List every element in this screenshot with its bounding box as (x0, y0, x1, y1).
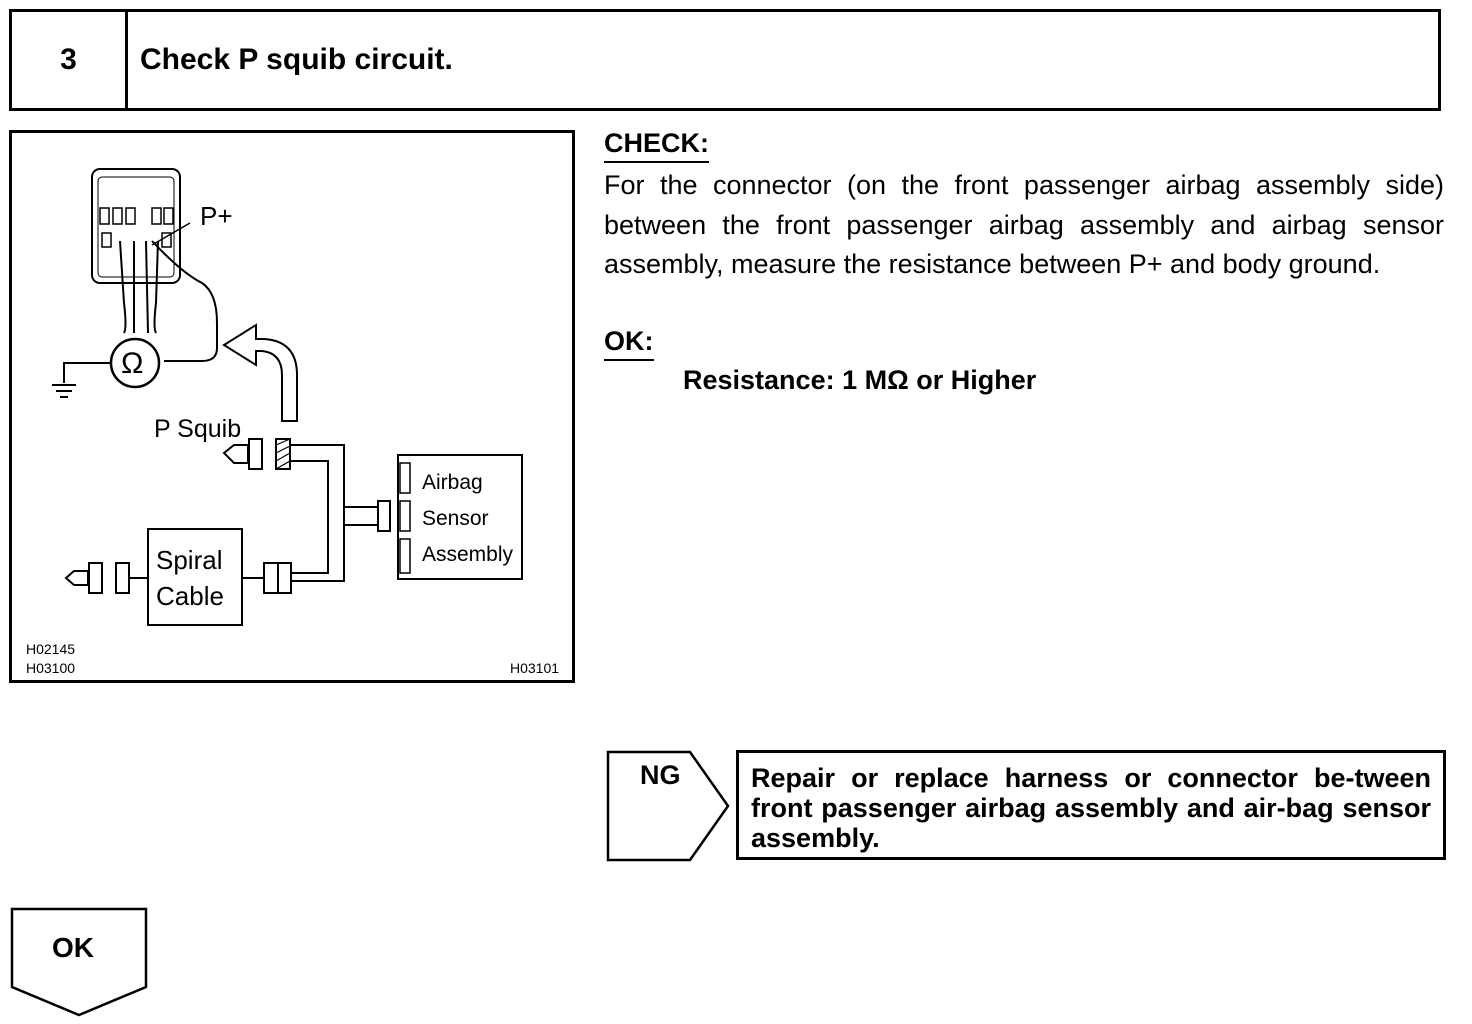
label-spiral: Spiral (156, 545, 222, 575)
ng-arrow-icon (606, 750, 730, 862)
step-header: 3 Check P squib circuit. (9, 9, 1441, 111)
label-p-plus: P+ (200, 201, 233, 231)
connector-housing (91, 168, 181, 284)
repair-action-box: Repair or replace harness or connector b… (736, 750, 1446, 860)
label-sensor: Sensor (422, 507, 489, 530)
ok-heading: OK: (604, 326, 654, 361)
label-assembly: Assembly (422, 543, 514, 566)
ng-label: NG (640, 760, 681, 790)
figure-code-2: H03100 (26, 660, 75, 676)
check-body: For the connector (on the front passenge… (604, 170, 1444, 279)
figure-code-1: H02145 (26, 641, 75, 657)
check-heading: CHECK: (604, 128, 709, 163)
ground-icon (52, 384, 76, 398)
squib-connector-hatched (275, 438, 291, 470)
label-airbag: Airbag (422, 471, 483, 494)
step-title: Check P squib circuit. (140, 43, 453, 76)
label-ohm: Ω (121, 347, 143, 380)
curved-arrow-icon (222, 323, 298, 422)
airbag-sensor-assembly (397, 454, 523, 580)
label-cable: Cable (156, 581, 224, 611)
ok-arrow-label: OK (52, 932, 94, 963)
wiring-diagram: P+ Ω P Squib Spiral Cable Airbag Sensor … (26, 168, 559, 676)
label-p-squib: P Squib (154, 415, 241, 443)
ok-spec: Resistance: 1 MΩ or Higher (683, 365, 1037, 395)
figure-code-3: H03101 (510, 660, 559, 676)
step-number: 3 (12, 12, 128, 108)
ok-arrow-icon (10, 907, 148, 1017)
wiring-illustration: P+ Ω P Squib Spiral Cable Airbag Sensor … (9, 130, 575, 683)
